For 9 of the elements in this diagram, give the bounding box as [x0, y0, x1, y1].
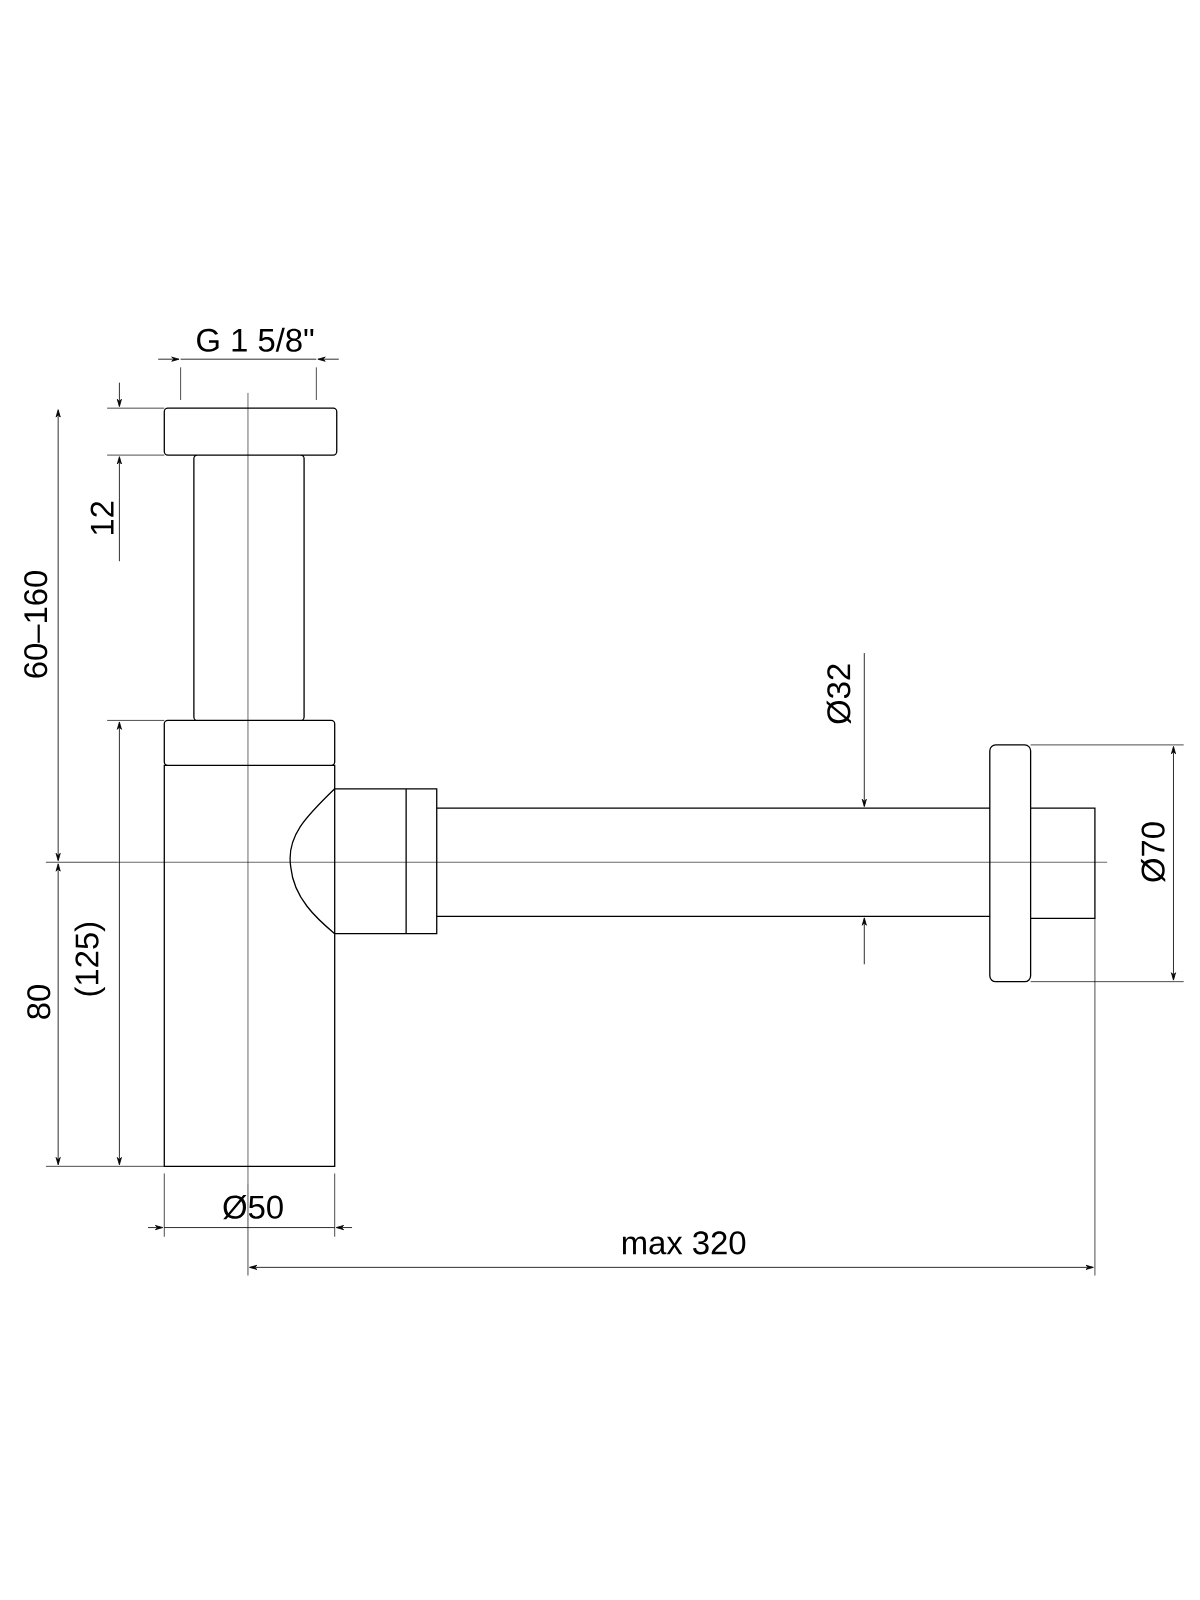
dimension-label: max 320	[622, 1231, 746, 1255]
dimension-label: 12	[90, 501, 114, 535]
dimension-label: Ø70	[1140, 822, 1166, 882]
dimension-label: 60–160	[24, 571, 48, 678]
dimension-label: Ø50	[223, 1195, 283, 1220]
dimension-label: Ø32	[826, 664, 851, 724]
dimension-label: 80	[27, 985, 51, 1019]
dimension-label: (125)	[74, 922, 106, 996]
dimension-label: G 1 5/8"	[197, 327, 314, 352]
